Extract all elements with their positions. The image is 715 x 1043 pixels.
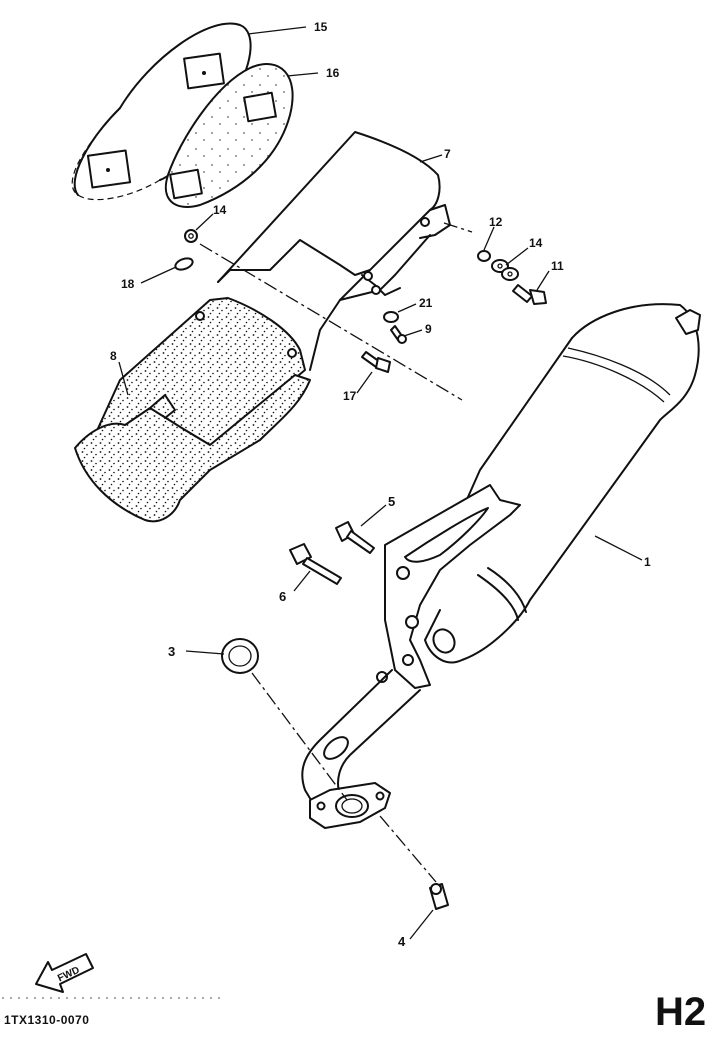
part-12-collar bbox=[477, 250, 491, 262]
part-3-gasket bbox=[221, 638, 259, 674]
page-code: H2 bbox=[655, 990, 707, 1034]
callout-7: 7 bbox=[444, 147, 451, 161]
assembly-centerlines bbox=[199, 222, 473, 883]
callout-8: 8 bbox=[110, 349, 117, 363]
callout-18: 18 bbox=[121, 277, 135, 291]
part-1-muffler bbox=[424, 303, 701, 664]
callout-1: 1 bbox=[644, 555, 651, 569]
part-5-bolt bbox=[335, 521, 375, 554]
fwd-arrow: FWD bbox=[35, 953, 94, 993]
callout-numbers: 15 16 7 14 18 12 14 11 21 9 8 17 5 1 6 3… bbox=[110, 20, 651, 949]
callout-12: 12 bbox=[489, 215, 503, 229]
part-7-protector bbox=[217, 131, 451, 371]
callout-leaders bbox=[118, 26, 643, 940]
callout-5: 5 bbox=[388, 494, 395, 509]
callout-11: 11 bbox=[551, 259, 564, 273]
callout-9: 9 bbox=[425, 322, 432, 336]
part-14-washers-right bbox=[491, 259, 519, 281]
part-16-insulation bbox=[164, 63, 294, 208]
callout-21: 21 bbox=[419, 296, 433, 310]
part-11-bolt bbox=[512, 284, 547, 305]
part-4-stud bbox=[429, 883, 449, 910]
part-9-screw bbox=[390, 325, 407, 344]
part-8-lower-protector bbox=[74, 297, 311, 523]
exhaust-pipe bbox=[301, 669, 421, 829]
callout-14-right: 14 bbox=[529, 236, 543, 250]
callout-6: 6 bbox=[279, 589, 286, 604]
callout-3: 3 bbox=[168, 644, 175, 659]
part-17-bolt bbox=[361, 351, 391, 373]
callout-17: 17 bbox=[343, 389, 357, 403]
part-18-grommet bbox=[174, 257, 194, 271]
callout-16: 16 bbox=[326, 66, 340, 80]
reference-code: 1TX1310-0070 bbox=[4, 1013, 90, 1027]
part-21-collar bbox=[383, 311, 399, 323]
muffler-bracket bbox=[376, 484, 521, 689]
part-15-cover bbox=[71, 22, 252, 201]
callout-14-left: 14 bbox=[213, 203, 227, 217]
part-14-nut-left bbox=[184, 229, 198, 243]
callout-15: 15 bbox=[314, 20, 328, 34]
callout-4: 4 bbox=[398, 934, 406, 949]
part-6-bolt bbox=[289, 543, 342, 585]
